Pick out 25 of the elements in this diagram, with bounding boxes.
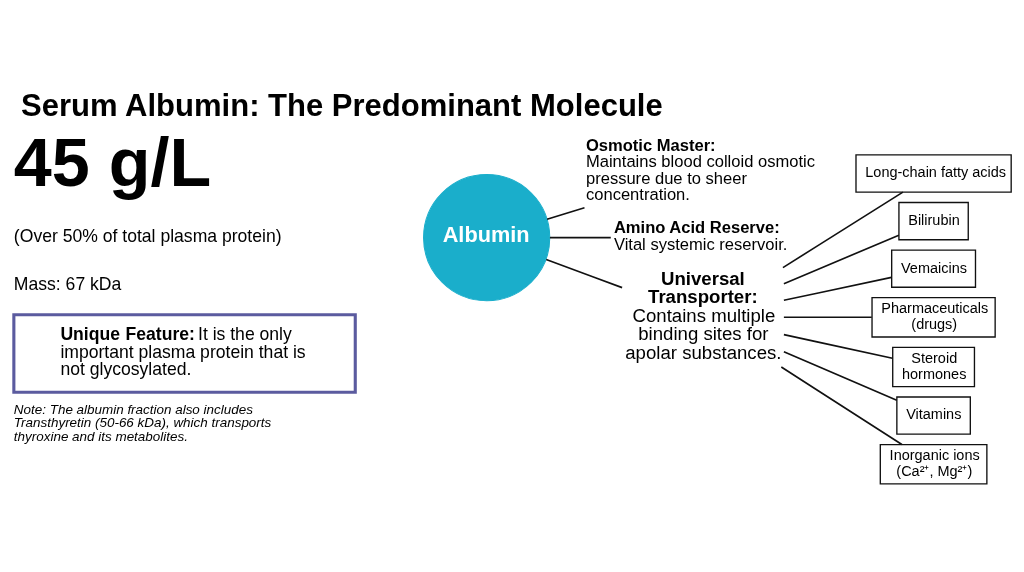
connector xyxy=(546,206,586,221)
connector xyxy=(545,258,623,289)
connector xyxy=(549,236,612,239)
connector xyxy=(783,333,894,360)
node-box: Steroid hormones xyxy=(892,346,976,388)
node-text: Universal Transporter: Contains multiple binding sites for apolar substances. xyxy=(625,267,782,364)
node-box: Vemaicins xyxy=(891,249,977,288)
node-box: Bilirubin xyxy=(898,201,969,241)
connector xyxy=(783,276,893,302)
node-circle: Albumin xyxy=(423,174,551,302)
connector xyxy=(783,234,900,285)
node-box: Inorganic ions (Ca²⁺, Mg²⁺) xyxy=(879,443,988,485)
node-text: Amino Acid Reserve: Vital systemic reservoir. xyxy=(613,218,788,254)
node-box: Pharmaceuticals (drugs) xyxy=(871,296,996,338)
diagram-title: Serum Albumin: The Predominant Molecule xyxy=(21,88,663,124)
label: Note: The albumin fraction also includes Transthyretin (50-66 kDa), which transports thyroxine and its metabolites. xyxy=(13,401,272,444)
node-box: Long-chain fatty acids xyxy=(855,154,1012,193)
node-text: Osmotic Master: Maintains blood colloid osmotic pressure due to sheer concentration. xyxy=(585,135,815,205)
label: Mass: 67 kDa xyxy=(13,273,122,294)
label: 45 g/L xyxy=(13,123,212,200)
node-box: Unique Feature: It is the only important plasma protein that is not glycosylated. xyxy=(12,313,357,394)
node-box: Vitamins xyxy=(896,396,971,435)
connector xyxy=(783,350,898,402)
label: (Over 50% of total plasma protein) xyxy=(13,226,282,247)
connector xyxy=(783,316,873,319)
